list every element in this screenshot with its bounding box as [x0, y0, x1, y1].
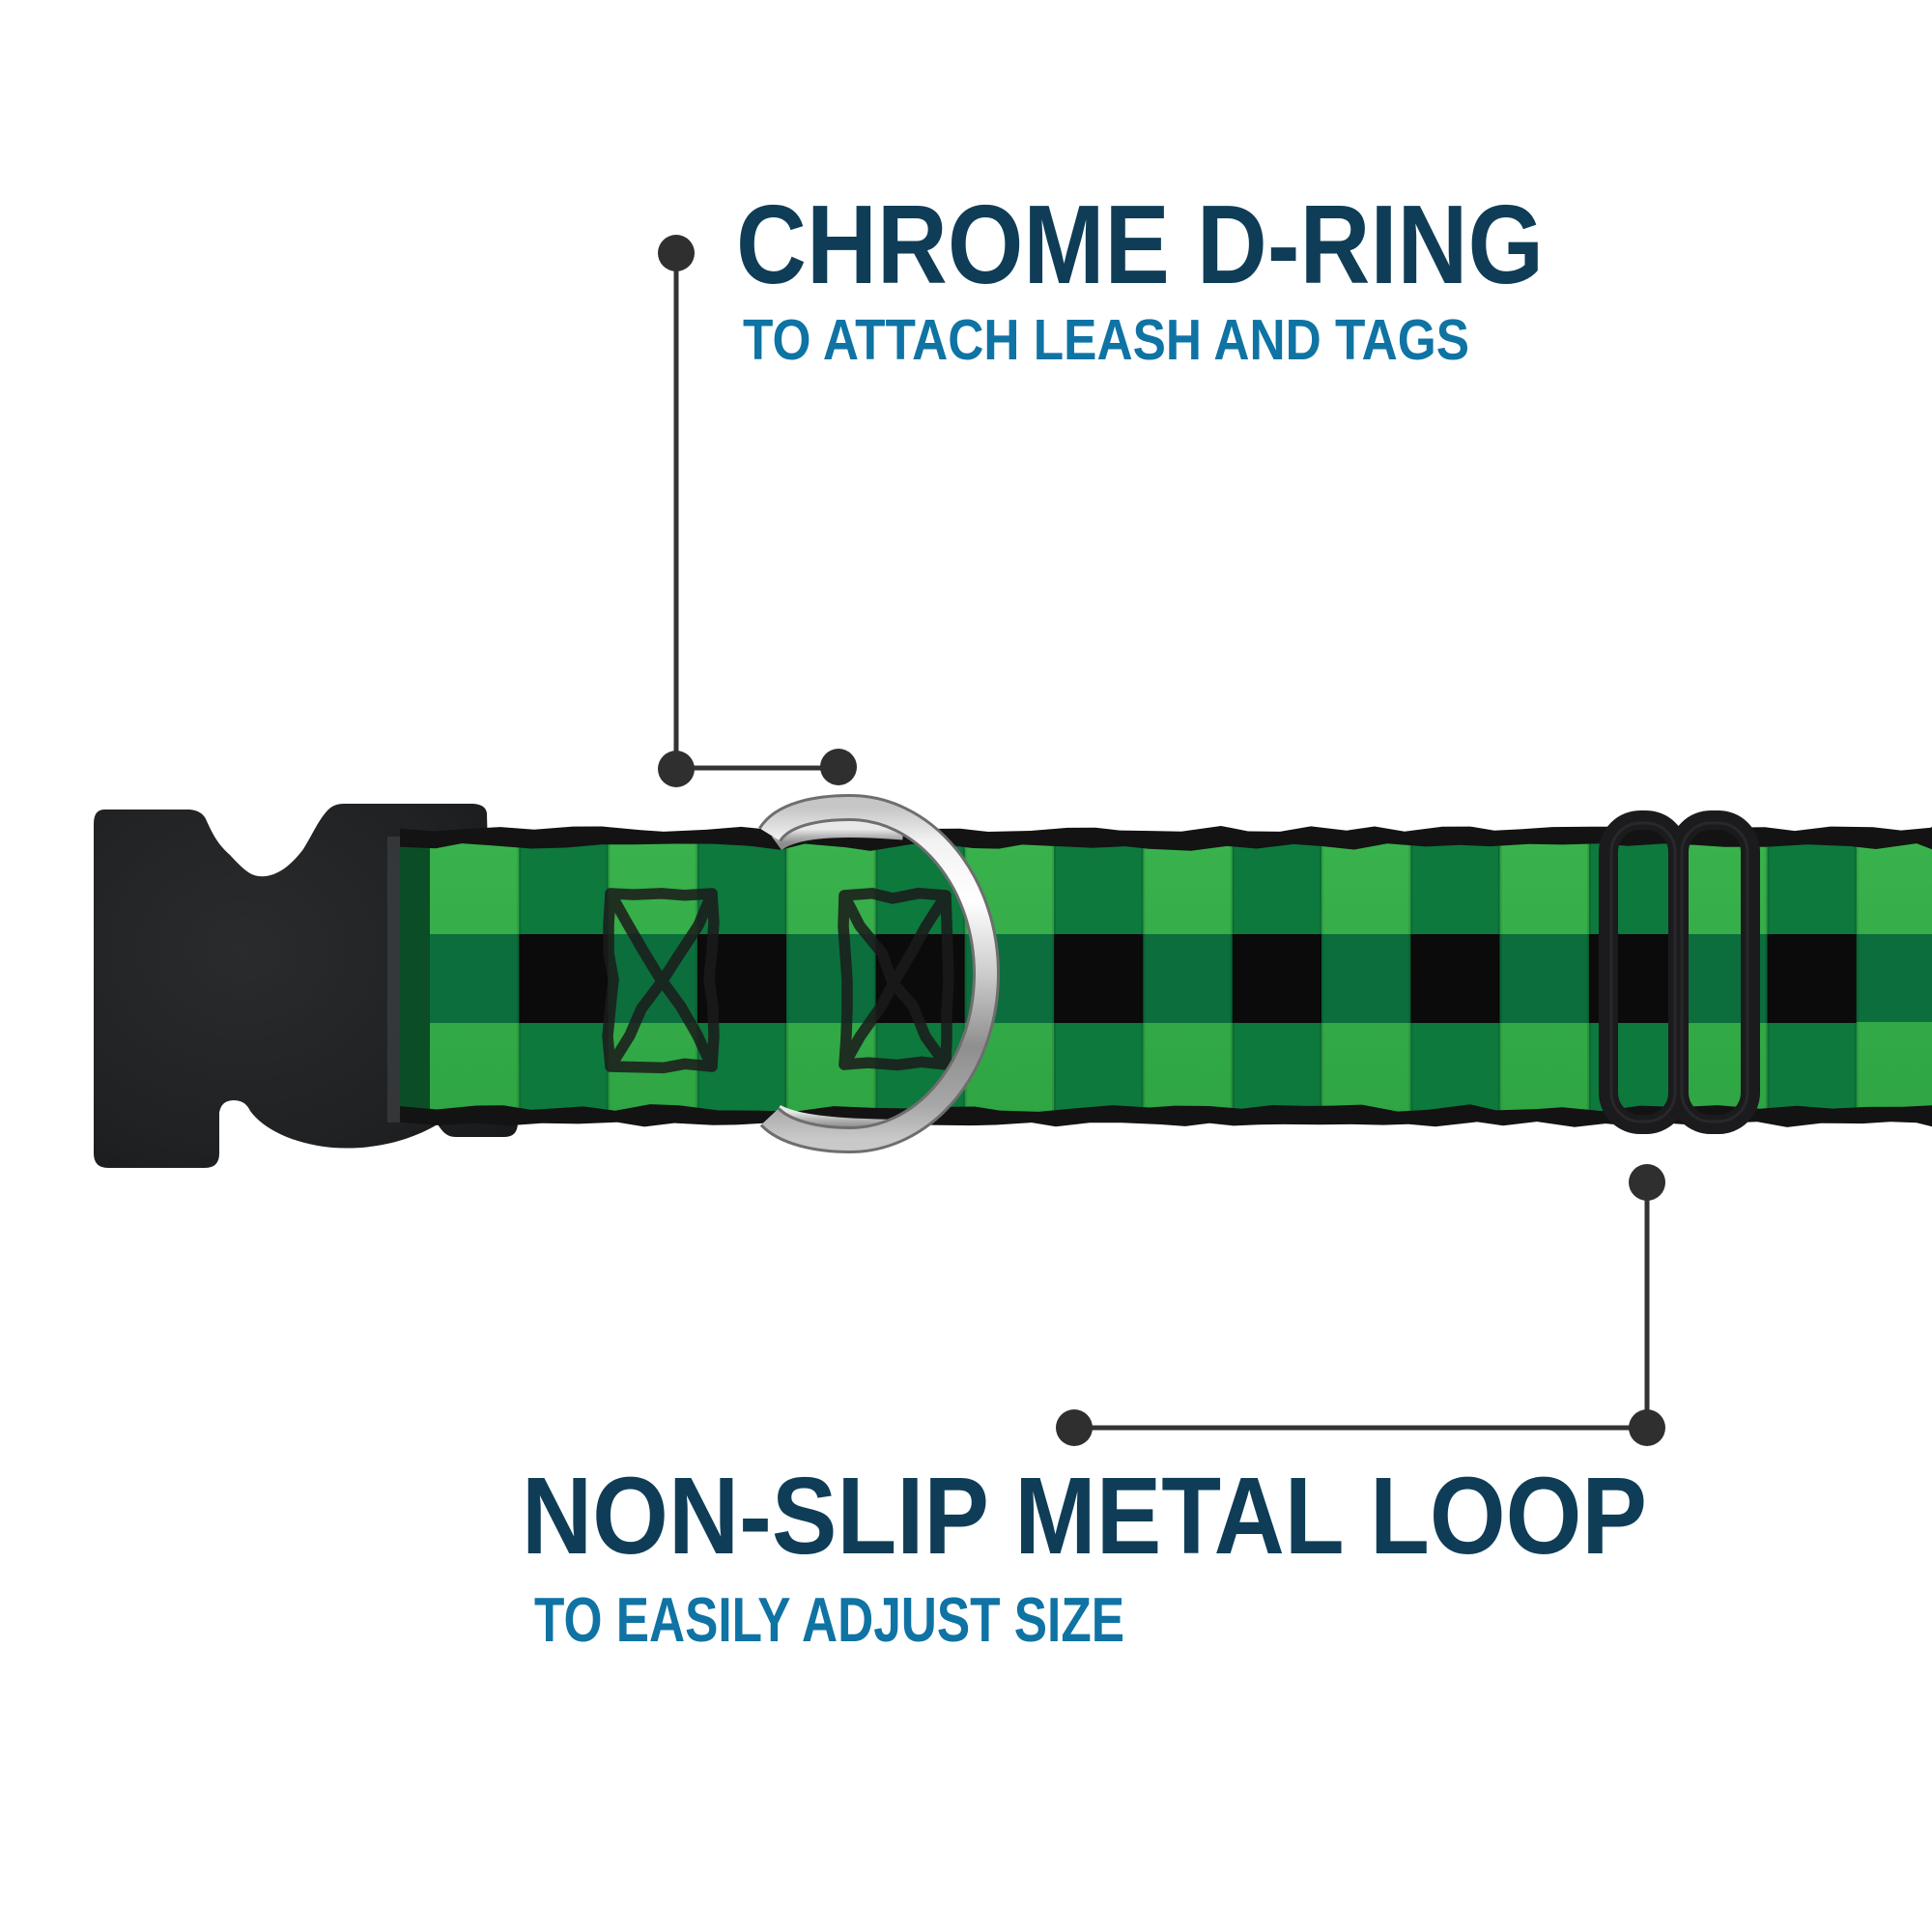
- svg-text:NON-SLIP METAL LOOP: NON-SLIP METAL LOOP: [522, 1455, 1647, 1577]
- svg-text:CHROME D-RING: CHROME D-RING: [736, 182, 1544, 307]
- svg-text:TO ATTACH LEASH AND TAGS: TO ATTACH LEASH AND TAGS: [743, 308, 1469, 372]
- svg-text:TO EASILY ADJUST SIZE: TO EASILY ADJUST SIZE: [534, 1584, 1124, 1655]
